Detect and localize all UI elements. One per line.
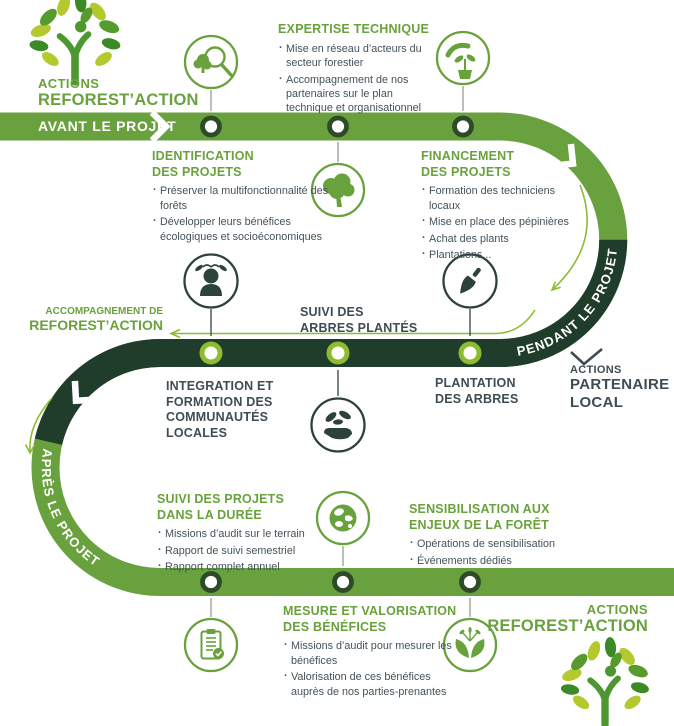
bullet-item: Missions d’audit pour mesurer les bénéfi… <box>283 638 463 668</box>
section-integration-heading: INTEGRATION ET FORMATION DES COMMUNAUTÉS… <box>166 379 274 440</box>
section-integration: INTEGRATION ET FORMATION DES COMMUNAUTÉS… <box>166 379 273 442</box>
flow-arrow-icon <box>24 184 588 455</box>
hand-leaves-icon <box>310 397 366 453</box>
section-suivi-arbres-heading: SUIVI DES ARBRES PLANTÉS <box>300 305 418 335</box>
bullet-item: Rapport complet annuel <box>157 559 337 574</box>
timeline-node <box>199 115 482 593</box>
section-expertise: EXPERTISE TECHNIQUE Mise en réseau d’act… <box>278 22 438 116</box>
brand-top: ACTIONS REFOREST’ACTION <box>38 76 199 110</box>
bullet-item: Mise en réseau d’acteurs du secteur fore… <box>278 41 438 71</box>
label-partner-line3: LOCAL <box>570 393 624 411</box>
brand-top-actions: ACTIONS <box>38 76 100 91</box>
brand-bottom-name: REFOREST’ACTION <box>487 617 648 635</box>
bullet-item: Achat des plants <box>421 231 579 246</box>
section-financement: FINANCEMENT DES PROJETS Formation des te… <box>421 149 579 263</box>
bullet-item: Opérations de sensibilisation <box>409 536 589 551</box>
section-suivi-arbres: SUIVI DES ARBRES PLANTÉS <box>300 305 417 336</box>
section-suivi-projets: SUIVI DES PROJETS DANS LA DURÉE Missions… <box>157 492 337 575</box>
magnifier-tree-icon <box>183 34 239 90</box>
bullet-item: Valorisation de ces bénéfices auprès de … <box>283 669 463 699</box>
label-partner: ACTIONS PARTENAIRE LOCAL <box>570 364 669 411</box>
bullet-item: Rapport de suivi semestriel <box>157 543 337 558</box>
section-identification: IDENTIFICATION DES PROJETS Préserver la … <box>152 149 337 244</box>
reforestaction-tree-logo-bottom <box>560 637 650 725</box>
section-sensibilisation-heading: SENSIBILISATION AUX ENJEUX DE LA FORÊT <box>409 502 550 532</box>
label-accompagnement-line2: REFOREST’ACTION <box>29 317 163 333</box>
section-plantation: PLANTATION DES ARBRES <box>435 376 519 407</box>
bullet-item: Événements dédiés <box>409 553 589 568</box>
bullet-item: Développer leurs bénéfices écologiques e… <box>152 214 337 244</box>
band-label-avant: AVANT LE PROJET <box>38 118 177 134</box>
section-identification-heading: IDENTIFICATION DES PROJETS <box>152 149 254 179</box>
section-suivi-projets-heading: SUIVI DES PROJETS DANS LA DURÉE <box>157 492 285 522</box>
section-financement-heading: FINANCEMENT DES PROJETS <box>421 149 515 179</box>
label-accompagnement: ACCOMPAGNEMENT DE REFOREST’ACTION <box>20 306 163 333</box>
section-sensibilisation: SENSIBILISATION AUX ENJEUX DE LA FORÊT O… <box>409 502 589 568</box>
section-expertise-heading: EXPERTISE TECHNIQUE <box>278 22 430 36</box>
step-connector <box>210 86 471 617</box>
hand-plant-icon <box>435 30 491 86</box>
partner-arrow-icon <box>570 348 603 366</box>
clipboard-check-icon <box>183 617 239 673</box>
bullet-item: Mise en place des pépinières <box>421 214 579 229</box>
section-plantation-heading: PLANTATION DES ARBRES <box>435 376 519 406</box>
bullet-item: Plantations... <box>421 247 579 262</box>
band-chevron-icon <box>71 110 577 405</box>
person-leaves-icon <box>183 253 239 309</box>
section-mesure-heading: MESURE ET VALORISATION DES BÉNÉFICES <box>283 604 457 634</box>
bullet-item: Préserver la multifonctionnalité des for… <box>152 183 337 213</box>
brand-top-name: REFOREST’ACTION <box>38 91 199 109</box>
bullet-item: Missions d’audit sur le terrain <box>157 526 337 541</box>
label-partner-actions: ACTIONS <box>570 364 622 376</box>
section-mesure: MESURE ET VALORISATION DES BÉNÉFICES Mis… <box>283 604 463 699</box>
label-partner-line2: PARTENAIRE <box>570 376 670 393</box>
reforestaction-tree-logo-top <box>29 0 122 82</box>
bullet-item: Formation des techniciens locaux <box>421 183 579 213</box>
label-accompagnement-line1: ACCOMPAGNEMENT DE <box>45 306 163 317</box>
brand-bottom: ACTIONS REFOREST’ACTION <box>448 602 648 636</box>
trowel-icon <box>442 253 498 309</box>
bullet-item: Accompagnement de nos partenaires sur le… <box>278 72 438 116</box>
brand-bottom-actions: ACTIONS <box>586 602 648 617</box>
